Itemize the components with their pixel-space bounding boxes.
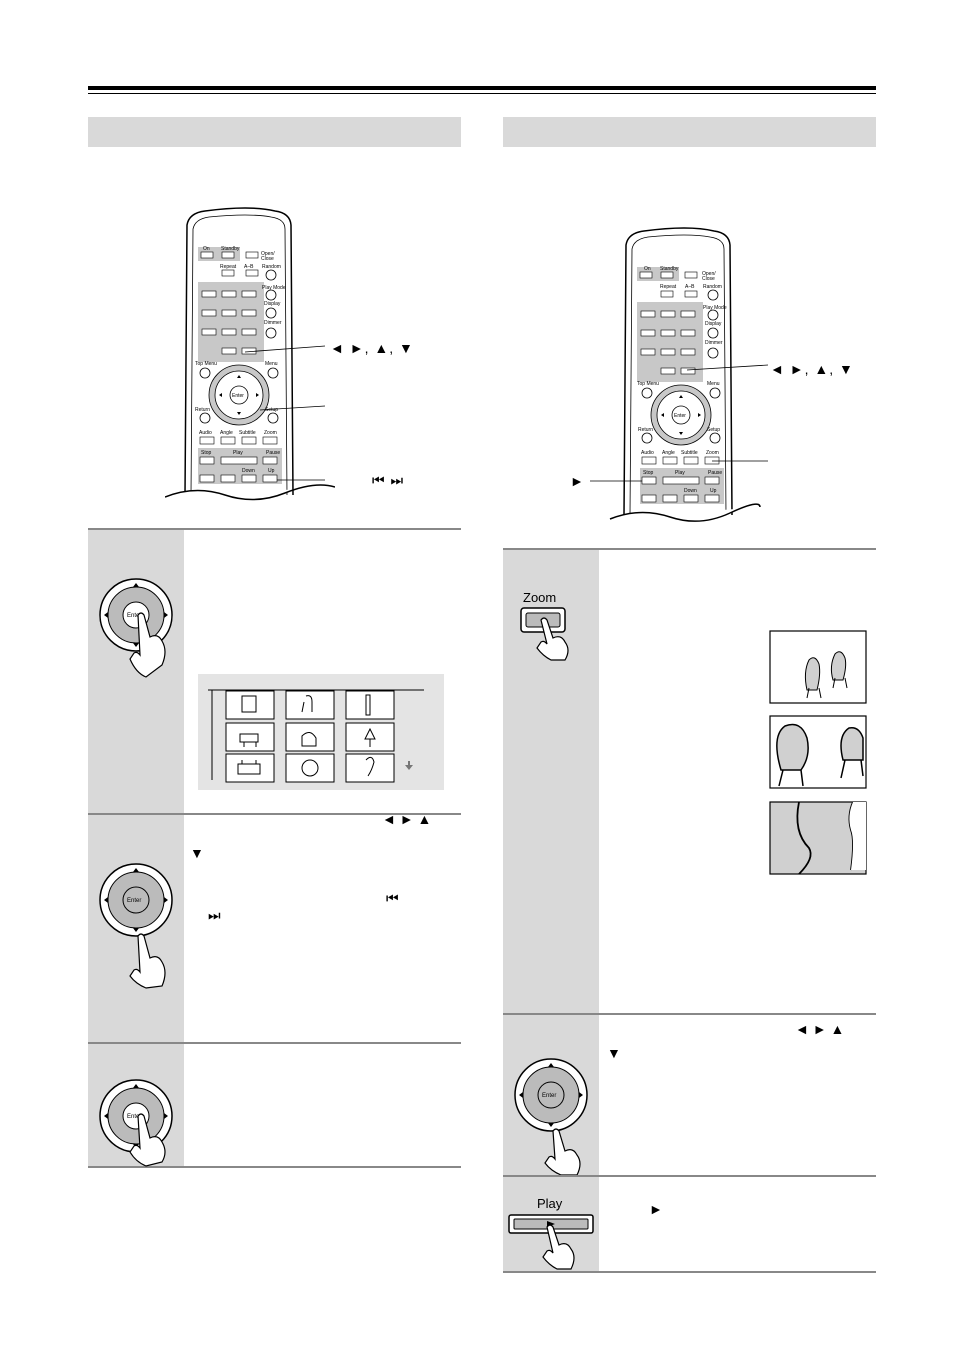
svg-text:Audio: Audio bbox=[199, 430, 212, 436]
zoom-press-icon bbox=[520, 607, 569, 661]
zoom-level-images bbox=[769, 630, 867, 875]
svg-text:Zoom: Zoom bbox=[264, 430, 277, 436]
left-step-2-cursor-symbols: ◄ ► ▲ bbox=[382, 811, 432, 827]
enter-press-icon: Enter bbox=[99, 578, 173, 678]
svg-text:Zoom: Zoom bbox=[706, 450, 719, 456]
right-play-callout: ► bbox=[570, 473, 585, 489]
cursor-down-press-icon: Enter bbox=[99, 863, 173, 989]
svg-text:On: On bbox=[644, 266, 651, 272]
svg-text:A–B: A–B bbox=[685, 284, 695, 290]
svg-text:Close: Close bbox=[702, 276, 715, 282]
right-step-2: Enter ◄ ► ▲ ▼ bbox=[503, 1013, 876, 1177]
thumbnail-grid bbox=[208, 689, 424, 783]
svg-text:Stop: Stop bbox=[643, 470, 654, 476]
svg-text:Play Mode: Play Mode bbox=[703, 305, 727, 311]
svg-text:Enter: Enter bbox=[127, 898, 141, 904]
svg-text:Standby: Standby bbox=[660, 266, 679, 272]
svg-text:Standby: Standby bbox=[221, 246, 240, 252]
svg-text:Display: Display bbox=[705, 321, 722, 327]
svg-text:Menu: Menu bbox=[265, 361, 278, 367]
left-step-2: Enter ◄ ► ▲ ▼ ⏮ ⏭ bbox=[88, 811, 461, 1044]
svg-text:Top Menu: Top Menu bbox=[637, 381, 659, 387]
header-rule-thin bbox=[88, 93, 876, 94]
left-cursor-callout: ◄ ►, ▲, ▼ bbox=[330, 340, 414, 356]
svg-text:Angle: Angle bbox=[220, 430, 233, 436]
left-step-1-icon-column bbox=[88, 530, 184, 815]
thumbnail-panel bbox=[198, 674, 444, 790]
remote-on-label: On bbox=[203, 246, 210, 252]
svg-text:Enter: Enter bbox=[232, 393, 244, 399]
svg-text:Angle: Angle bbox=[662, 450, 675, 456]
svg-text:Play Mode: Play Mode bbox=[262, 285, 286, 291]
svg-text:Open/: Open/ bbox=[702, 271, 716, 277]
svg-text:Dimmer: Dimmer bbox=[705, 340, 723, 346]
svg-text:Enter: Enter bbox=[127, 613, 141, 619]
svg-text:Close: Close bbox=[261, 256, 274, 262]
left-section-bar bbox=[88, 117, 461, 147]
svg-text:Display: Display bbox=[264, 301, 281, 307]
svg-text:Repeat: Repeat bbox=[660, 284, 677, 290]
svg-text:Play: Play bbox=[675, 470, 685, 476]
svg-text:Open/: Open/ bbox=[261, 251, 275, 257]
svg-text:A–B: A–B bbox=[244, 264, 254, 270]
svg-text:Menu: Menu bbox=[707, 381, 720, 387]
left-skip-callout: ⏮ ⏭ bbox=[372, 472, 405, 488]
zoom-button-label: Zoom bbox=[523, 590, 557, 605]
right-cursor-callout: ◄ ►, ▲, ▼ bbox=[770, 361, 854, 377]
left-step-2-next-symbol: ⏭ bbox=[208, 907, 221, 923]
svg-text:Subtitle: Subtitle bbox=[681, 450, 698, 456]
right-step-1: Zoom bbox=[503, 548, 876, 1015]
svg-text:Stop: Stop bbox=[201, 450, 212, 456]
svg-text:Pause: Pause bbox=[266, 450, 280, 456]
svg-text:Enter: Enter bbox=[674, 413, 686, 419]
left-step-1: Enter bbox=[88, 528, 461, 815]
svg-text:Play: Play bbox=[233, 450, 243, 456]
play-button-label: Play bbox=[537, 1196, 563, 1211]
right-step-2-down-symbol: ▼ bbox=[607, 1045, 621, 1061]
svg-text:Down: Down bbox=[684, 488, 697, 494]
svg-text:Setup: Setup bbox=[265, 407, 278, 413]
svg-text:Return: Return bbox=[195, 407, 210, 413]
svg-text:Return: Return bbox=[638, 427, 653, 433]
svg-text:Audio: Audio bbox=[641, 450, 654, 456]
right-step-3-play-symbol: ► bbox=[649, 1201, 663, 1217]
right-step-3: Play ► bbox=[503, 1175, 876, 1273]
svg-text:Subtitle: Subtitle bbox=[239, 430, 256, 436]
svg-text:Top Menu: Top Menu bbox=[195, 361, 217, 367]
left-step-3: Enter bbox=[88, 1042, 461, 1168]
left-step-2-down-symbol: ▼ bbox=[190, 845, 204, 861]
svg-text:Enter: Enter bbox=[127, 1114, 141, 1120]
svg-text:Pause: Pause bbox=[708, 470, 722, 476]
enter-press-icon-2: Enter bbox=[99, 1079, 173, 1167]
svg-text:Up: Up bbox=[710, 488, 717, 494]
svg-text:Random: Random bbox=[703, 284, 722, 290]
svg-text:Setup: Setup bbox=[707, 427, 720, 433]
svg-text:Down: Down bbox=[242, 468, 255, 474]
svg-text:Dimmer: Dimmer bbox=[264, 320, 282, 326]
left-step-2-prev-symbol: ⏮ bbox=[386, 890, 399, 906]
right-remote-illustration: On Standby Open/ Close Repeat A–B Random… bbox=[590, 227, 769, 522]
svg-text:Enter: Enter bbox=[542, 1093, 556, 1099]
cursor-down-press-icon-2: Enter bbox=[514, 1058, 588, 1176]
svg-text:Repeat: Repeat bbox=[220, 264, 237, 270]
header-rule-thick bbox=[88, 86, 876, 90]
svg-text:Random: Random bbox=[262, 264, 281, 270]
svg-text:Up: Up bbox=[268, 468, 275, 474]
play-press-icon bbox=[508, 1214, 594, 1270]
left-remote-illustration: On Standby Open/ Close Repeat A–B Random… bbox=[165, 207, 335, 501]
right-section-bar bbox=[503, 117, 876, 147]
right-step-2-cursor-symbols: ◄ ► ▲ bbox=[795, 1021, 845, 1037]
